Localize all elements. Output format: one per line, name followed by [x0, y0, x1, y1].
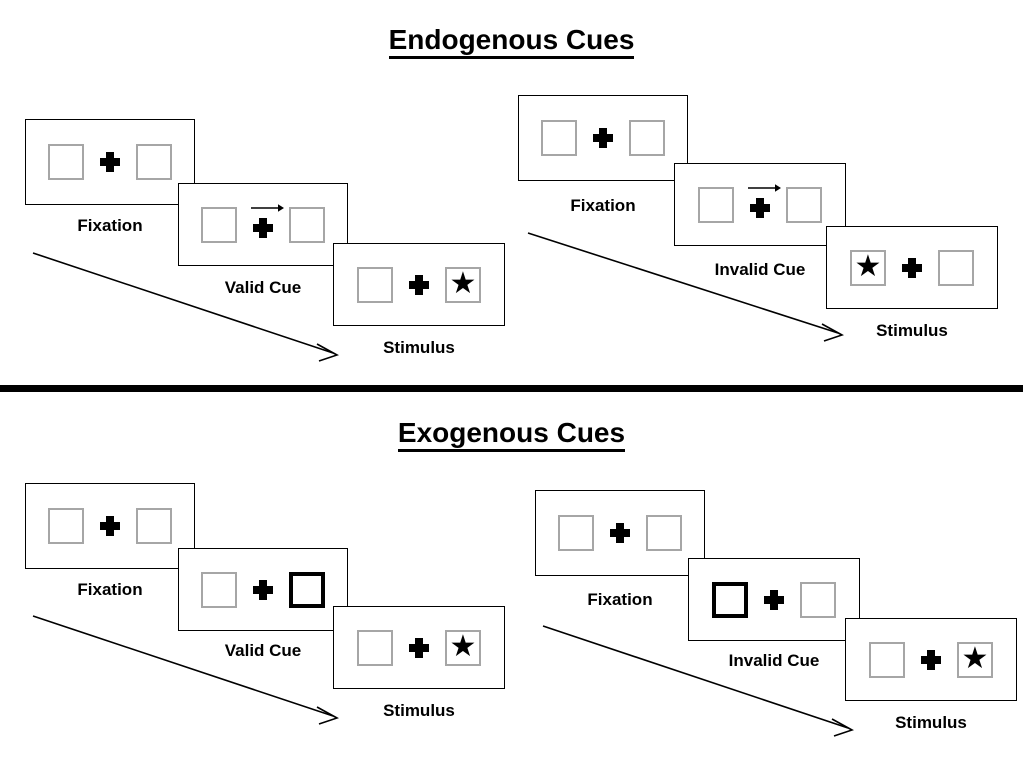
panel-endogenous-valid-fixation: [25, 119, 195, 205]
left-box: [558, 515, 594, 551]
left-box: ★: [850, 249, 886, 286]
right-box: ★: [957, 641, 993, 678]
left-box: [357, 629, 393, 666]
center-slot: [237, 568, 289, 612]
section-title-endogenous-text: Endogenous Cues: [388, 24, 635, 59]
panel-label-exogenous-valid-cue: Valid Cue: [224, 641, 302, 660]
panel-endogenous-invalid-stimulus: ★: [826, 226, 998, 309]
arrow-right-icon: [251, 203, 284, 212]
left-box: [201, 206, 237, 243]
center-slot: [393, 263, 445, 307]
panel-endogenous-invalid-fixation: [518, 95, 688, 181]
panel-endogenous-valid-cue: [178, 183, 348, 266]
right-box: [629, 120, 665, 156]
plus-icon: [100, 152, 120, 172]
panel-exogenous-invalid-fixation: [535, 490, 705, 576]
center-slot: [748, 578, 800, 622]
center-slot: [393, 626, 445, 670]
left-box: [201, 571, 237, 608]
panel-label-exogenous-valid-fixation: Fixation: [77, 580, 143, 599]
section-title-exogenous-text: Exogenous Cues: [397, 417, 626, 452]
star-icon: ★: [449, 266, 477, 300]
center-slot: [577, 116, 629, 160]
plus-icon: [409, 637, 429, 658]
left-box: [698, 186, 734, 223]
panel-label-endogenous-valid-cue: Valid Cue: [224, 278, 302, 297]
right-box: [136, 508, 172, 544]
left-box: [869, 641, 905, 678]
left-box: [48, 144, 84, 180]
plus-icon: [253, 218, 273, 238]
right-box-cued: [289, 571, 325, 608]
center-slot: [886, 246, 938, 290]
right-box: ★: [445, 629, 481, 666]
section-title-endogenous: Endogenous Cues: [0, 24, 1023, 59]
section-title-exogenous: Exogenous Cues: [0, 417, 1023, 452]
panel-label-exogenous-valid-stimulus: Stimulus: [383, 701, 455, 720]
star-icon: ★: [854, 249, 882, 283]
left-box-cued: [712, 581, 748, 618]
panel-exogenous-valid-fixation: [25, 483, 195, 569]
left-box: [357, 266, 393, 303]
star-icon: ★: [449, 629, 477, 663]
panel-label-endogenous-valid-stimulus: Stimulus: [383, 338, 455, 357]
plus-icon: [100, 516, 120, 536]
right-box: [800, 581, 836, 618]
right-box: [786, 186, 822, 223]
panel-exogenous-invalid-stimulus: ★: [845, 618, 1017, 701]
panel-label-exogenous-invalid-fixation: Fixation: [587, 590, 653, 609]
panel-label-endogenous-invalid-stimulus: Stimulus: [876, 321, 948, 340]
panel-exogenous-valid-stimulus: ★: [333, 606, 505, 689]
left-box: [48, 508, 84, 544]
panel-label-endogenous-invalid-fixation: Fixation: [570, 196, 636, 215]
plus-icon: [921, 649, 941, 670]
panel-exogenous-valid-cue: [178, 548, 348, 631]
right-box: [289, 206, 325, 243]
center-slot: [594, 511, 646, 555]
plus-icon: [764, 589, 784, 610]
panel-label-endogenous-valid-fixation: Fixation: [77, 216, 143, 235]
plus-icon: [253, 579, 273, 600]
star-icon: ★: [961, 641, 989, 675]
panel-exogenous-invalid-cue: [688, 558, 860, 641]
panel-label-exogenous-invalid-cue: Invalid Cue: [728, 651, 820, 670]
center-slot: [84, 504, 136, 548]
panel-endogenous-valid-stimulus: ★: [333, 243, 505, 326]
section-divider: [0, 385, 1023, 392]
plus-icon: [593, 128, 613, 148]
center-slot: [905, 638, 957, 682]
right-box: [938, 249, 974, 286]
plus-icon: [409, 274, 429, 295]
center-slot: [734, 183, 786, 227]
panel-endogenous-invalid-cue: [674, 163, 846, 246]
right-box: ★: [445, 266, 481, 303]
panel-label-exogenous-invalid-stimulus: Stimulus: [895, 713, 967, 732]
plus-icon: [610, 523, 630, 543]
plus-icon: [750, 198, 770, 218]
right-box: [646, 515, 682, 551]
plus-icon: [902, 257, 922, 278]
arrow-right-icon: [748, 183, 781, 192]
panel-label-endogenous-invalid-cue: Invalid Cue: [714, 260, 806, 279]
left-box: [541, 120, 577, 156]
right-box: [136, 144, 172, 180]
center-slot: [237, 203, 289, 247]
center-slot: [84, 140, 136, 184]
